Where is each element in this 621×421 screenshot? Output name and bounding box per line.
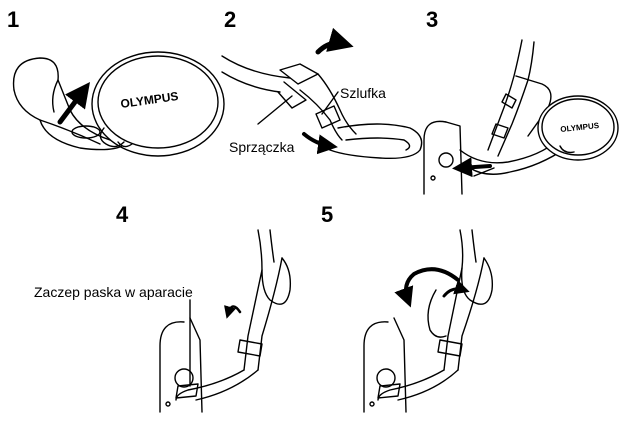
step2-strap-buckle-illustration — [222, 43, 422, 158]
step3-camera-strap-illustration — [424, 40, 618, 194]
step1-lens-cap-illustration — [14, 52, 224, 156]
step4-strap-eyelet-illustration — [160, 230, 290, 412]
step5-strap-tighten-illustration — [364, 230, 492, 412]
